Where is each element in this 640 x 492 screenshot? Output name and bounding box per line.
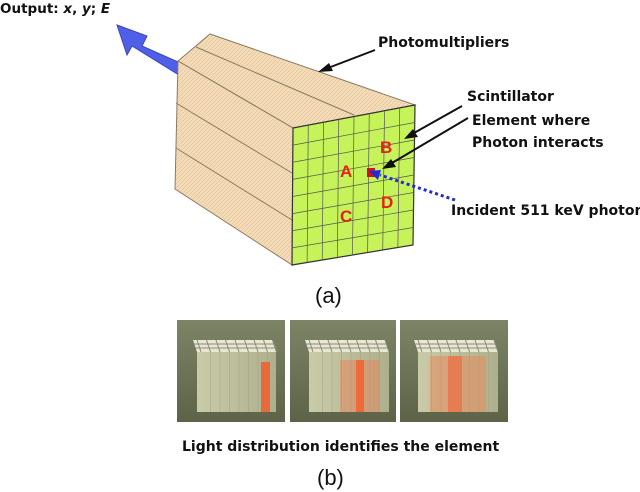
panel-label-b: (b) <box>317 465 344 490</box>
photomultipliers-label: Photomultipliers <box>378 35 509 51</box>
panel-label-a: (a) <box>315 283 342 308</box>
incident-photon-label: Incident 511 keV photon <box>451 203 640 219</box>
cell-letter-b: B <box>380 138 392 157</box>
element-label-line2: Photon interacts <box>472 135 604 151</box>
crystal-photo-1 <box>177 320 285 422</box>
output-label: Output: x, y; E <box>0 1 110 17</box>
element-label-line1: Element where <box>472 113 590 129</box>
cell-letter-d: D <box>381 193 393 212</box>
scintillator-label: Scintillator <box>467 89 554 105</box>
cell-letter-a: A <box>340 162 352 181</box>
caption-b: Light distribution identifies the elemen… <box>182 439 499 455</box>
cell-letter-c: C <box>340 207 352 226</box>
scintillator-array <box>292 105 415 265</box>
crystal-photo-2 <box>290 320 396 422</box>
crystal-photo-3 <box>400 320 508 422</box>
